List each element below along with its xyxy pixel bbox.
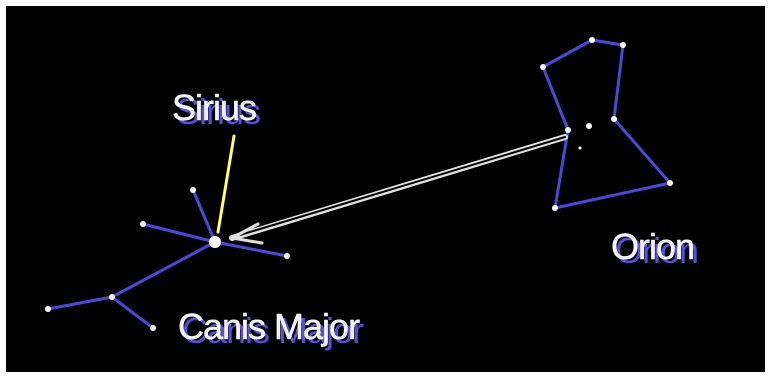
orion-star	[667, 180, 673, 186]
orion-star	[620, 42, 626, 48]
canis-major-line	[48, 297, 112, 309]
orion-line	[543, 67, 568, 130]
orion-line	[614, 45, 623, 119]
orion-star	[552, 205, 558, 211]
orion-belt-star	[586, 123, 592, 129]
canis-major-star	[150, 325, 156, 331]
canis-major-line	[193, 190, 215, 242]
orion-line	[614, 119, 670, 183]
orion-to-sirius-arrow	[232, 137, 565, 243]
orion-star	[540, 64, 546, 70]
sirius-star	[209, 236, 221, 248]
orion-constellation	[543, 40, 670, 208]
orion-belt-star	[611, 116, 617, 122]
canis-major-line	[215, 242, 287, 256]
orion-line	[592, 40, 623, 45]
sirius-label: Sirius	[172, 87, 256, 128]
canis-major-line	[143, 224, 215, 242]
orion-line	[543, 40, 592, 67]
orion-label: Orion	[611, 226, 694, 267]
arrow-shaft-inner	[240, 137, 565, 235]
canis-major-star	[284, 253, 290, 259]
orion-star	[589, 37, 595, 43]
canis-major-star	[109, 294, 115, 300]
canis-major-star	[140, 221, 146, 227]
canis-major-label: Canis Major	[178, 306, 360, 347]
canis-major-star	[45, 306, 51, 312]
sirius-pointer-line	[218, 136, 234, 232]
orion-line	[555, 183, 670, 208]
orion-star	[579, 147, 582, 150]
canis-major-line	[112, 297, 153, 328]
canis-major-line	[112, 242, 215, 297]
canis-major-star	[190, 187, 196, 193]
orion-belt-star	[565, 127, 571, 133]
stars	[45, 37, 673, 331]
